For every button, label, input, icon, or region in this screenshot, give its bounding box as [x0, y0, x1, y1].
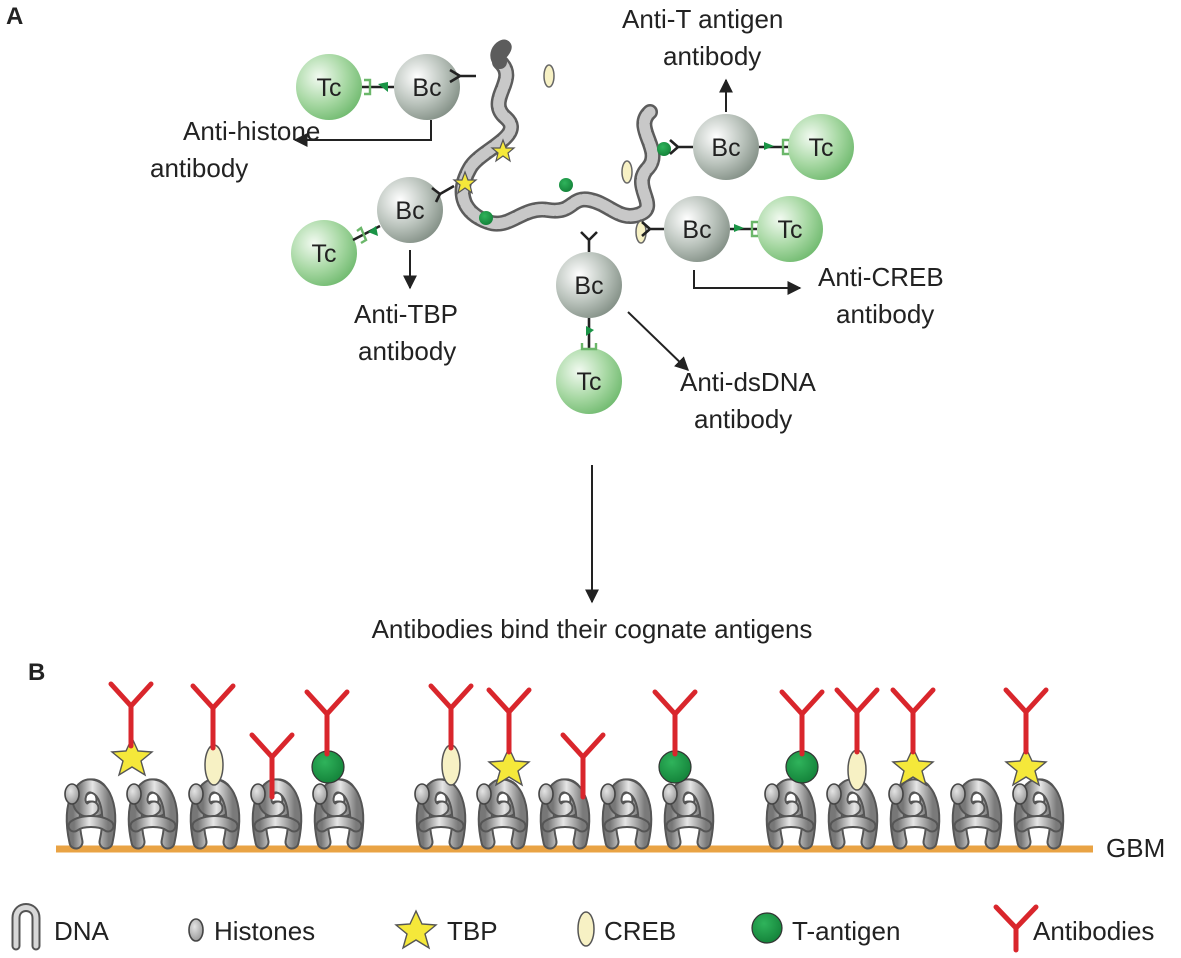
legend-item-tbp: TBP — [394, 909, 498, 950]
label-anti-dsdna: Anti-dsDNA antibody — [680, 367, 822, 434]
b-cell-label: Bc — [682, 216, 711, 244]
panel-b-label: B — [28, 659, 45, 686]
t-cell-label: Tc — [778, 216, 803, 244]
tbp-antigen — [490, 138, 516, 163]
b-cell-label: Bc — [395, 197, 424, 225]
b-cell — [664, 196, 730, 262]
legend-label: DNA — [54, 916, 110, 946]
antibody — [893, 690, 933, 752]
b-cell-label: Bc — [574, 272, 603, 300]
creb-icon — [577, 911, 595, 947]
b-cell — [377, 177, 443, 243]
t-cell — [296, 54, 362, 120]
chromatin-group-1 — [65, 784, 357, 842]
antibody — [782, 692, 822, 754]
cell-pair-anti-histone: Tc Bc — [296, 54, 476, 120]
tbp-antigen — [110, 736, 154, 777]
label-anti-tbp: Anti-TBP antibody — [354, 299, 465, 366]
b-cell-label: Bc — [711, 134, 740, 162]
cell-pair-anti-dsdna: Bc Tc — [556, 231, 622, 414]
legend: DNA Histones TBP CREB T-antigen Antibodi… — [11, 903, 1154, 953]
cell-pair-anti-creb: Bc Tc — [641, 196, 823, 262]
t-antigen — [479, 211, 493, 225]
t-cell — [556, 348, 622, 414]
legend-item-t-antigen: T-antigen — [751, 912, 900, 946]
label-anti-t-antigen: Anti-T antigen antibody — [622, 4, 791, 71]
creb-antigen — [621, 160, 633, 184]
label-anti-creb: Anti-CREB antibody — [818, 262, 951, 329]
legend-item-creb: CREB — [577, 911, 676, 947]
legend-label: Antibodies — [1033, 916, 1154, 946]
tbp-antigen — [1004, 746, 1048, 787]
legend-item-dna: DNA — [11, 903, 110, 951]
t-cell — [788, 114, 854, 180]
panel-a-label: A — [6, 3, 23, 30]
b-cell — [556, 252, 622, 318]
legend-item-histones: Histones — [188, 916, 315, 946]
antibody — [193, 686, 233, 748]
cell-pair-anti-tbp: Tc Bc — [291, 177, 455, 286]
t-antigen-icon — [751, 912, 783, 944]
arrow-anti-creb — [693, 270, 802, 295]
t-antigen — [559, 178, 573, 192]
tbp-antigen — [487, 746, 531, 787]
creb-antigen — [441, 744, 461, 786]
legend-label: CREB — [604, 916, 676, 946]
legend-label: Histones — [214, 916, 315, 946]
arrow-anti-histone — [293, 120, 432, 147]
t-cell-label: Tc — [809, 134, 834, 162]
chromatin-strand — [454, 39, 661, 232]
tbp-antigen — [452, 170, 478, 195]
t-cell — [291, 220, 357, 286]
t-cell-label: Tc — [317, 74, 342, 102]
gbm-label: GBM — [1106, 833, 1165, 863]
tbp-antigen — [891, 746, 935, 787]
b-cell-label: Bc — [412, 74, 441, 102]
antibody — [431, 686, 471, 748]
creb-antigen — [847, 749, 867, 791]
t-cell-label: Tc — [312, 240, 337, 268]
antibody — [307, 692, 347, 754]
t-cell-label: Tc — [577, 368, 602, 396]
antibody — [1006, 690, 1046, 752]
chromatin-group-2 — [415, 784, 707, 842]
antibody — [489, 690, 529, 752]
legend-item-antibodies: Antibodies — [993, 904, 1154, 953]
process-step-label: Antibodies bind their cognate antigens — [372, 614, 813, 644]
antibody — [837, 690, 877, 752]
t-cell — [757, 196, 823, 262]
antibody — [655, 692, 695, 754]
histone-icon — [188, 918, 204, 942]
legend-label: TBP — [447, 916, 498, 946]
creb-antigen — [204, 744, 224, 786]
b-cell — [394, 54, 460, 120]
t-antigen — [657, 142, 671, 156]
arrow-anti-dsdna — [627, 311, 690, 371]
antibody — [111, 684, 151, 746]
legend-label: T-antigen — [792, 916, 900, 946]
creb-antigen — [543, 64, 555, 88]
tbp-star-icon — [394, 909, 438, 950]
cell-pair-anti-t-antigen: Bc Tc — [669, 114, 854, 180]
label-anti-histone: Anti-histone antibody — [150, 116, 328, 183]
chromatin-group-3 — [765, 784, 1057, 842]
antibody-icon — [993, 904, 1039, 953]
b-cell — [693, 114, 759, 180]
